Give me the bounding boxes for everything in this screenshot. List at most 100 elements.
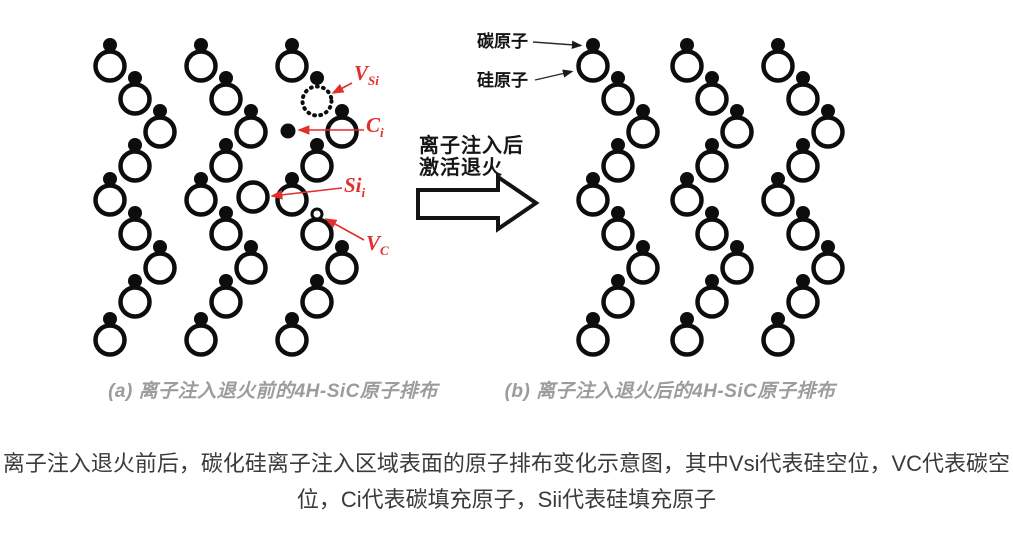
silicon-carbon-pair: [670, 312, 704, 357]
silicon-carbon-pair: [184, 172, 218, 217]
silicon-carbon-pair: [761, 38, 795, 83]
silicon-atom-circle: [209, 82, 243, 116]
silicon-atom-circle: [601, 285, 635, 319]
carbon-atom-dot: [128, 138, 142, 152]
silicon-atom-circle: [184, 323, 218, 357]
silicon-carbon-pair: [209, 71, 243, 116]
silicon-carbon-pair: [325, 240, 359, 285]
carbon-atom-dot: [244, 104, 258, 118]
silicon-carbon-pair: [626, 104, 660, 149]
carbon-atom-dot: [219, 71, 233, 85]
silicon-carbon-pair: [786, 71, 820, 116]
carbon-atom-dot: [310, 274, 324, 288]
silicon-vacancy-dotted-circle: [300, 84, 334, 118]
carbon-atom-dot: [796, 138, 810, 152]
ci-label: Ci: [366, 113, 384, 140]
carbon-atom-dot: [310, 138, 324, 152]
silicon-carbon-pair: [143, 240, 177, 285]
silicon-carbon-pair: [234, 240, 268, 285]
silicon-atom-circle: [184, 183, 218, 217]
silicon-atom-circle: [601, 82, 635, 116]
silicon-carbon-pair: [184, 38, 218, 83]
carbon-vacancy-small-circle: [310, 207, 324, 221]
silicon-carbon-pair: [118, 138, 152, 183]
carbon-atom-dot: [611, 206, 625, 220]
panel-b-caption: (b) 离子注入退火后的4H-SiC原子排布: [505, 380, 838, 402]
carbon-atom-dot: [680, 172, 694, 186]
silicon-atom-circle: [300, 149, 334, 183]
silicon-carbon-pair: [786, 206, 820, 251]
right-block-arrow: [416, 173, 540, 233]
transition-text-line2: 激活退火: [419, 155, 503, 179]
silicon-atom-circle: [720, 251, 754, 285]
silicon-carbon-pair: [93, 312, 127, 357]
silicon-carbon-pair: [118, 71, 152, 116]
transition-annotation: 离子注入后 激活退火: [416, 133, 540, 233]
silicon-carbon-pair: [576, 312, 610, 357]
silicon-atom-circle: [761, 323, 795, 357]
silicon-carbon-pair: [300, 274, 334, 319]
sii-pointer-line: [270, 187, 343, 200]
panel-a-lattice: [93, 38, 359, 357]
vsi-pointer-line: [331, 82, 353, 94]
silicon-atom-circle: [93, 183, 127, 217]
carbon-atom-dot: [611, 138, 625, 152]
carbon-atom-dot: [103, 38, 117, 52]
silicon-atom-circle: [93, 323, 127, 357]
silicon-atom-circle: [695, 285, 729, 319]
silicon-atom-circle: [576, 323, 610, 357]
carbon-atom-label: 碳原子: [477, 31, 528, 51]
silicon-atom-circle: [576, 49, 610, 83]
carbon-atom-dot: [219, 138, 233, 152]
carbon-atom-dot: [680, 312, 694, 326]
silicon-atom-circle: [576, 183, 610, 217]
silicon-atom-circle: [234, 115, 268, 149]
silicon-carbon-pair: [695, 71, 729, 116]
defect-pointers: [270, 82, 365, 241]
silicon-carbon-pair: [93, 38, 127, 83]
figure-description: 离子注入退火前后，碳化硅离子注入区域表面的原子排布变化示意图，其中Vsi代表硅空…: [0, 446, 1013, 518]
silicon-atom-circle: [761, 49, 795, 83]
carbon-atom-dot: [285, 172, 299, 186]
silicon-atom-circle: [325, 115, 359, 149]
carbon-atom-dot: [611, 274, 625, 288]
silicon-carbon-pair: [626, 240, 660, 285]
carbon-atom-dot: [821, 104, 835, 118]
silicon-carbon-pair: [601, 71, 635, 116]
silicon-atom-circle: [209, 149, 243, 183]
silicon-carbon-pair: [325, 104, 359, 149]
silicon-carbon-pair: [761, 172, 795, 217]
figure-description-line1: 离子注入退火前后，碳化硅离子注入区域表面的原子排布变化示意图，其中Vsi代表硅空…: [2, 451, 1011, 476]
carbon-atom-dot: [153, 240, 167, 254]
carbon-vacancy-site: [300, 207, 334, 251]
carbon-atom-dot: [705, 71, 719, 85]
carbon-atom-dot: [128, 71, 142, 85]
silicon-atom-circle: [209, 285, 243, 319]
carbon-atom-dot: [771, 172, 785, 186]
silicon-atom-circle: [786, 149, 820, 183]
carbon-atom-dot: [103, 312, 117, 326]
silicon-atom-circle: [325, 251, 359, 285]
silicon-atom-circle: [236, 180, 270, 214]
carbon-atom-dot: [796, 206, 810, 220]
carbon-atom-dot: [285, 312, 299, 326]
silicon-atom-circle: [670, 323, 704, 357]
transition-text-line1: 离子注入后: [419, 133, 524, 157]
silicon-interstitial: [236, 180, 270, 214]
carbon-atom-dot: [821, 240, 835, 254]
silicon-carbon-pair: [300, 138, 334, 183]
silicon-carbon-pair: [670, 38, 704, 83]
silicon-atom-circle: [626, 115, 660, 149]
silicon-carbon-pair: [720, 104, 754, 149]
silicon-atom-circle: [118, 149, 152, 183]
carbon-atom-dot: [730, 240, 744, 254]
silicon-carbon-pair: [93, 172, 127, 217]
silicon-carbon-pair: [209, 206, 243, 251]
sic-lattice-diagram: VSi Ci Sii VC 碳原子 硅原子 离子注入后 激活退火 (a) 离子注…: [93, 31, 845, 402]
silicon-carbon-pair: [576, 38, 610, 83]
carbon-atom-dot: [771, 38, 785, 52]
silicon-atom-circle: [601, 217, 635, 251]
silicon-atom-circle: [761, 183, 795, 217]
carbon-atom-dot: [705, 274, 719, 288]
